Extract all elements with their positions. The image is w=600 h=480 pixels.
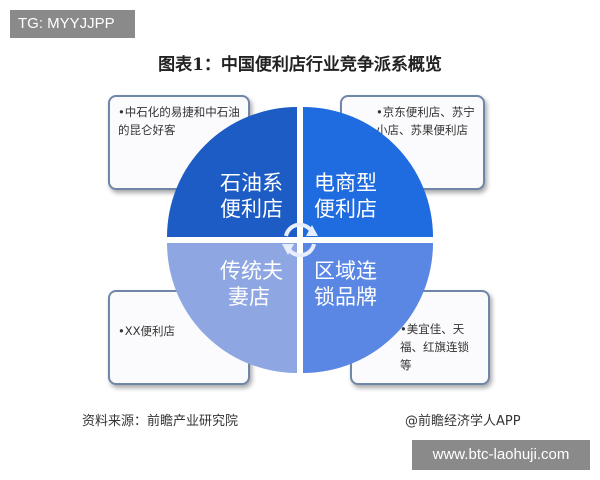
diagram-title: 图表1：中国便利店行业竞争派系概览	[158, 55, 442, 75]
quadrant-label: 妻店	[228, 285, 270, 309]
source-note: 资料来源：前瞻产业研究院	[82, 414, 239, 429]
quadrant-label: 便利店	[220, 197, 283, 221]
quadrant-label: 传统夫	[220, 259, 283, 283]
desc-text: •京东便利店、苏宁小店、苏果便利店	[376, 105, 475, 137]
watermark-top: TG: MYYJJPP	[10, 10, 135, 38]
quadrant-label: 区域连	[314, 259, 377, 283]
quadrant-label: 便利店	[314, 197, 377, 221]
watermark-bottom: www.btc-laohuji.com	[412, 440, 590, 470]
quadrant-label: 电商型	[314, 171, 377, 195]
quadrant-regional	[303, 243, 433, 373]
quadrant-ecommerce	[303, 107, 433, 237]
quadrant-petroleum	[167, 107, 297, 237]
desc-text: •中石化的易捷和中石油的昆仑好客	[118, 105, 240, 137]
desc-text: •XX便利店	[118, 324, 176, 338]
quadrant-label: 石油系	[220, 171, 283, 195]
quadrant-label: 锁品牌	[314, 285, 377, 309]
cycle-arrows-icon	[282, 222, 318, 258]
desc-text: •美宜佳、天福、红旗连锁等	[400, 322, 469, 372]
quadrant-traditional	[167, 243, 297, 373]
credit-note: @前瞻经济学人APP	[405, 414, 521, 429]
